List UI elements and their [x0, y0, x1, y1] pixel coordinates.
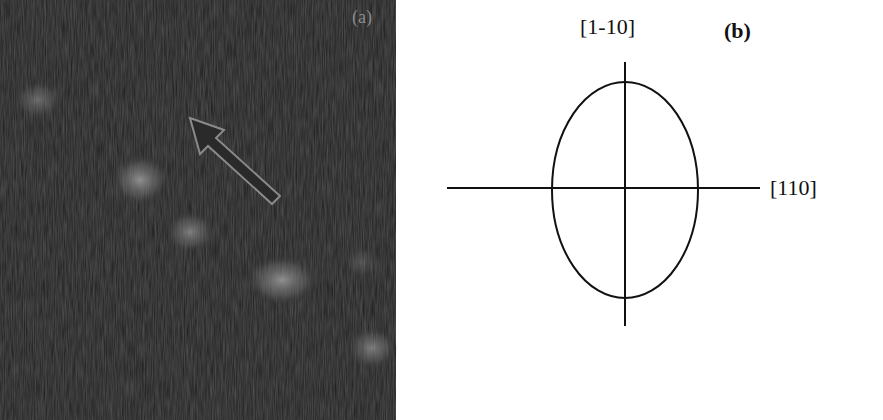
direction-label: [110]: [770, 177, 817, 199]
ellipse: [552, 82, 698, 298]
direction-label: [1-10]: [580, 16, 635, 38]
axis-110: [447, 187, 760, 189]
panel-letter: (a): [352, 8, 372, 26]
axes-ellipse: [447, 62, 760, 326]
stm-image: [0, 0, 398, 420]
panel-letter: (b): [724, 20, 751, 42]
arrow: [190, 118, 280, 204]
axis-1-10: [624, 62, 626, 326]
